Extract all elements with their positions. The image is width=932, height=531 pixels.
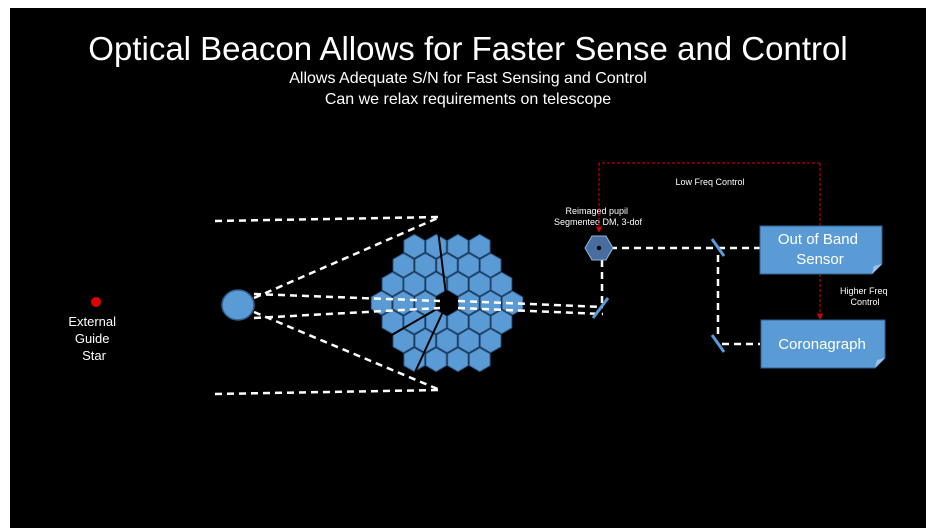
mirror-segment: [392, 252, 415, 278]
slide-title: Optical Beacon Allows for Faster Sense a…: [88, 30, 848, 67]
mirror-segment: [469, 233, 491, 259]
mirror-central-hole: [436, 292, 458, 314]
subtitle-line-1: Allows Adequate S/N for Fast Sensing and…: [289, 70, 647, 87]
dm-label: Reimaged pupil Segmented DM, 3-dof: [554, 206, 643, 227]
mirror-segment: [469, 309, 491, 335]
mirror-segment: [479, 328, 502, 354]
coronagraph-box: Coronagraph: [760, 319, 886, 369]
low-freq-control-loop: [596, 162, 821, 233]
secondary-mirror: [221, 289, 255, 321]
beacon-diagram: External Guide Star: [68, 162, 890, 396]
mirror-segment: [414, 252, 436, 278]
mirror-segment: [447, 271, 469, 297]
mirror-segment: [381, 271, 404, 297]
svg-text:Coronagraph: Coronagraph: [778, 336, 866, 353]
mirror-segment: [414, 328, 436, 354]
mirror-segment: [469, 347, 491, 373]
slide: Optical Beacon Allows for Faster Sense a…: [10, 8, 926, 528]
mirror-segment: [490, 309, 513, 335]
out-of-band-sensor-box: Out of Band Sensor: [759, 225, 883, 275]
mirror-segment: [425, 233, 447, 259]
mirror-segment: [447, 347, 469, 373]
mirror-segment: [403, 347, 425, 373]
mirror-segment: [458, 252, 480, 278]
mirror-segment: [436, 328, 458, 354]
mirror-segment: [447, 233, 469, 259]
guide-star-label: External Guide Star: [68, 314, 119, 363]
relay-beam: [253, 215, 760, 392]
mirror-segment: [370, 290, 393, 316]
mirror-segment: [447, 309, 469, 335]
mirror-segment: [458, 328, 480, 354]
fold-mirrors: [591, 238, 726, 353]
mirror-segment: [490, 271, 513, 297]
mirror-spokes: [377, 221, 448, 384]
mirror-segment: [436, 252, 458, 278]
incoming-beam: [214, 215, 441, 396]
svg-text:Out of Band Sensor: Out of Band Sensor: [778, 231, 862, 268]
guide-star-dot: [91, 297, 101, 307]
mirror-segment: [403, 233, 425, 259]
mirror-segment: [425, 347, 447, 373]
mirror-segment: [469, 271, 491, 297]
mirror-segment: [403, 271, 425, 297]
mirror-segment: [479, 252, 502, 278]
segmented-dm: [584, 235, 614, 261]
subtitle-line-2: Can we relax requirements on telescope: [324, 91, 612, 108]
low-freq-label: Low Freq Control: [675, 177, 744, 187]
higher-freq-label: Higher Freq Control: [840, 286, 890, 307]
mirror-segment: [458, 290, 480, 316]
mirror-segment: [392, 290, 415, 316]
